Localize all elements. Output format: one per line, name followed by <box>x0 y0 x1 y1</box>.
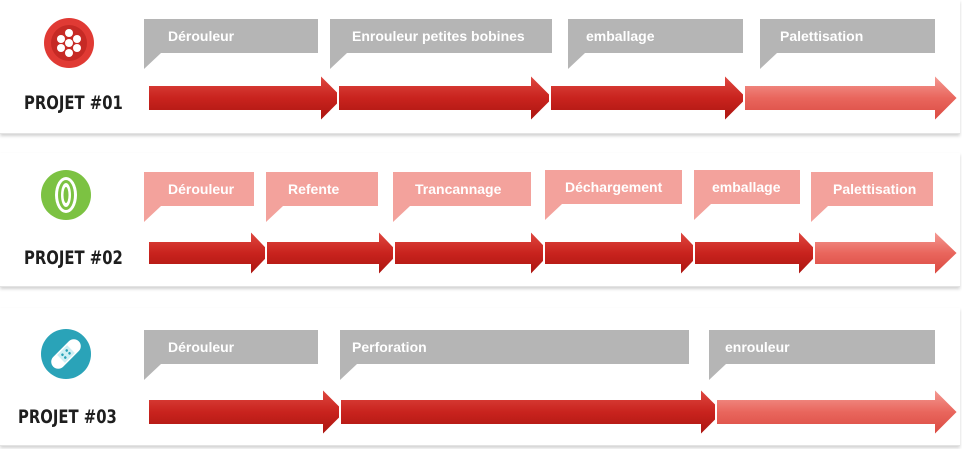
step-callout: Dérouleur <box>144 172 254 222</box>
process-arrows <box>147 385 960 439</box>
step-callout: Trancannage <box>393 172 531 222</box>
project-row-2: PROJET #02 Dérouleur Refente Trancannage… <box>0 153 960 287</box>
step-callout: Déchargement <box>545 170 682 220</box>
step-callout: Palettisation <box>811 172 933 222</box>
step-callout: emballage <box>568 19 743 69</box>
step-callout: Refente <box>266 172 378 222</box>
arrow-segment <box>549 71 750 125</box>
arrow-segment <box>339 385 726 439</box>
project-label: PROJET #02 <box>24 247 123 269</box>
arrow-segment <box>693 227 822 279</box>
process-arrows <box>147 71 960 125</box>
step-callout: Palettisation <box>760 19 935 69</box>
arrow-segment <box>813 227 960 279</box>
green-roll-icon <box>40 169 92 221</box>
project-row-3: PROJET #03 Dérouleur Perforation enroule… <box>0 308 960 446</box>
step-callout: Dérouleur <box>144 19 318 69</box>
arrow-segment <box>147 227 274 279</box>
process-arrows <box>147 227 960 279</box>
arrow-segment <box>147 385 348 439</box>
step-callout: enrouleur <box>709 330 935 380</box>
arrow-segment <box>743 71 960 125</box>
step-callout: Enrouleur petites bobines <box>330 19 552 69</box>
project-label: PROJET #01 <box>24 92 123 114</box>
arrow-segment <box>337 71 556 125</box>
arrow-segment <box>393 227 554 279</box>
step-callout: emballage <box>694 170 800 220</box>
arrow-segment <box>265 227 402 279</box>
step-callout: Dérouleur <box>144 330 318 380</box>
project-row-1: PROJET #01 Dérouleur Enrouleur petites b… <box>0 0 960 134</box>
red-circle-dots-icon <box>43 17 95 69</box>
arrow-segment <box>147 71 346 125</box>
step-callout: Perforation <box>340 330 689 380</box>
blue-bandage-icon <box>40 328 92 380</box>
project-label: PROJET #03 <box>18 406 117 428</box>
arrow-segment <box>715 385 960 439</box>
arrow-segment <box>543 227 704 279</box>
